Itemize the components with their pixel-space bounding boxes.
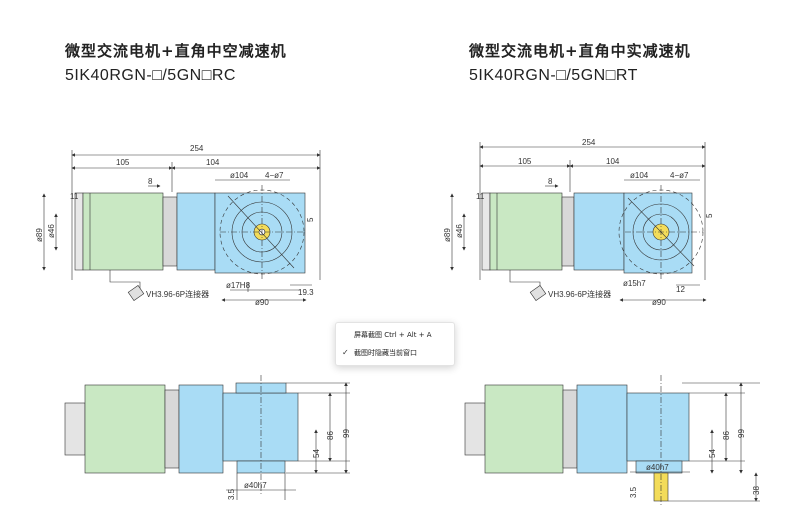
right-dim-holes: 4−ø7 (670, 171, 689, 180)
left-side-view (64, 375, 350, 500)
right-dim-11: 11 (476, 192, 485, 201)
checkmark-icon: ✓ (342, 348, 349, 357)
right-dim-54: 54 (708, 449, 717, 458)
left-dim-motor: 105 (116, 158, 130, 167)
right-dim-tol: 5 (705, 213, 714, 218)
menu-item-hide-window[interactable]: ✓ 截图时隐藏当前窗口 (336, 344, 454, 362)
left-dim-86: 86 (326, 431, 335, 440)
left-dim-key: 19.3 (298, 288, 314, 297)
right-dim-phi104: ø104 (630, 171, 649, 180)
left-dim-8: 8 (148, 177, 153, 186)
right-dim-phi46: ø46 (455, 224, 464, 238)
left-dim-tol: 5 (306, 217, 315, 222)
right-top-view (450, 142, 707, 302)
left-dim-99: 99 (342, 429, 351, 438)
left-dim-holes: 4−ø7 (265, 171, 284, 180)
right-dim-motor: 105 (518, 157, 532, 166)
left-connector: VH3.96-6P连接器 (146, 289, 209, 299)
right-dim-86: 86 (722, 431, 731, 440)
right-dim-8: 8 (548, 177, 553, 186)
right-connector: VH3.96-6P连接器 (548, 289, 611, 299)
screenshot-context-menu: 屏幕截图 Ctrl + Alt + A ✓ 截图时隐藏当前窗口 (335, 322, 455, 366)
left-dim-gear: 104 (206, 158, 220, 167)
left-dim-54: 54 (312, 449, 321, 458)
menu-item-screenshot[interactable]: 屏幕截图 Ctrl + Alt + A (336, 326, 454, 344)
right-model: 5IK40RGN-□/5GN□RT (469, 67, 638, 84)
left-dim-phi104: ø104 (230, 171, 249, 180)
right-title: 微型交流电机+直角中实减速机 (469, 42, 691, 60)
right-dim-bore: ø15h7 (623, 279, 646, 288)
right-dim-99: 99 (737, 429, 746, 438)
right-dim-phi89: ø89 (443, 228, 452, 242)
left-dim-phi90: ø90 (255, 298, 269, 307)
left-dim-3-5: 3.5 (227, 488, 236, 500)
right-side-view (464, 375, 760, 505)
right-dim-key: 12 (676, 285, 685, 294)
right-dim-shaft: ø40h7 (646, 463, 669, 472)
right-dim-3-5: 3.5 (629, 486, 638, 498)
left-top-view (42, 150, 321, 302)
menu-item-screenshot-label: 屏幕截图 Ctrl + Alt + A (354, 331, 432, 339)
right-dim-38: 38 (752, 486, 761, 495)
left-title: 微型交流电机+直角中空减速机 (65, 42, 287, 60)
right-dim-phi90: ø90 (652, 298, 666, 307)
left-dim-shaft: ø40h7 (244, 481, 267, 490)
left-dim-11: 11 (70, 192, 79, 201)
right-dim-gear: 104 (606, 157, 620, 166)
right-dim-total: 254 (582, 138, 596, 147)
left-dim-bore: ø17H8 (226, 281, 251, 290)
left-dim-phi46: ø46 (47, 224, 56, 238)
left-dim-phi89: ø89 (35, 228, 44, 242)
left-dim-total: 254 (190, 144, 204, 153)
menu-item-hide-window-label: 截图时隐藏当前窗口 (354, 349, 417, 357)
left-model: 5IK40RGN-□/5GN□RC (65, 67, 236, 84)
